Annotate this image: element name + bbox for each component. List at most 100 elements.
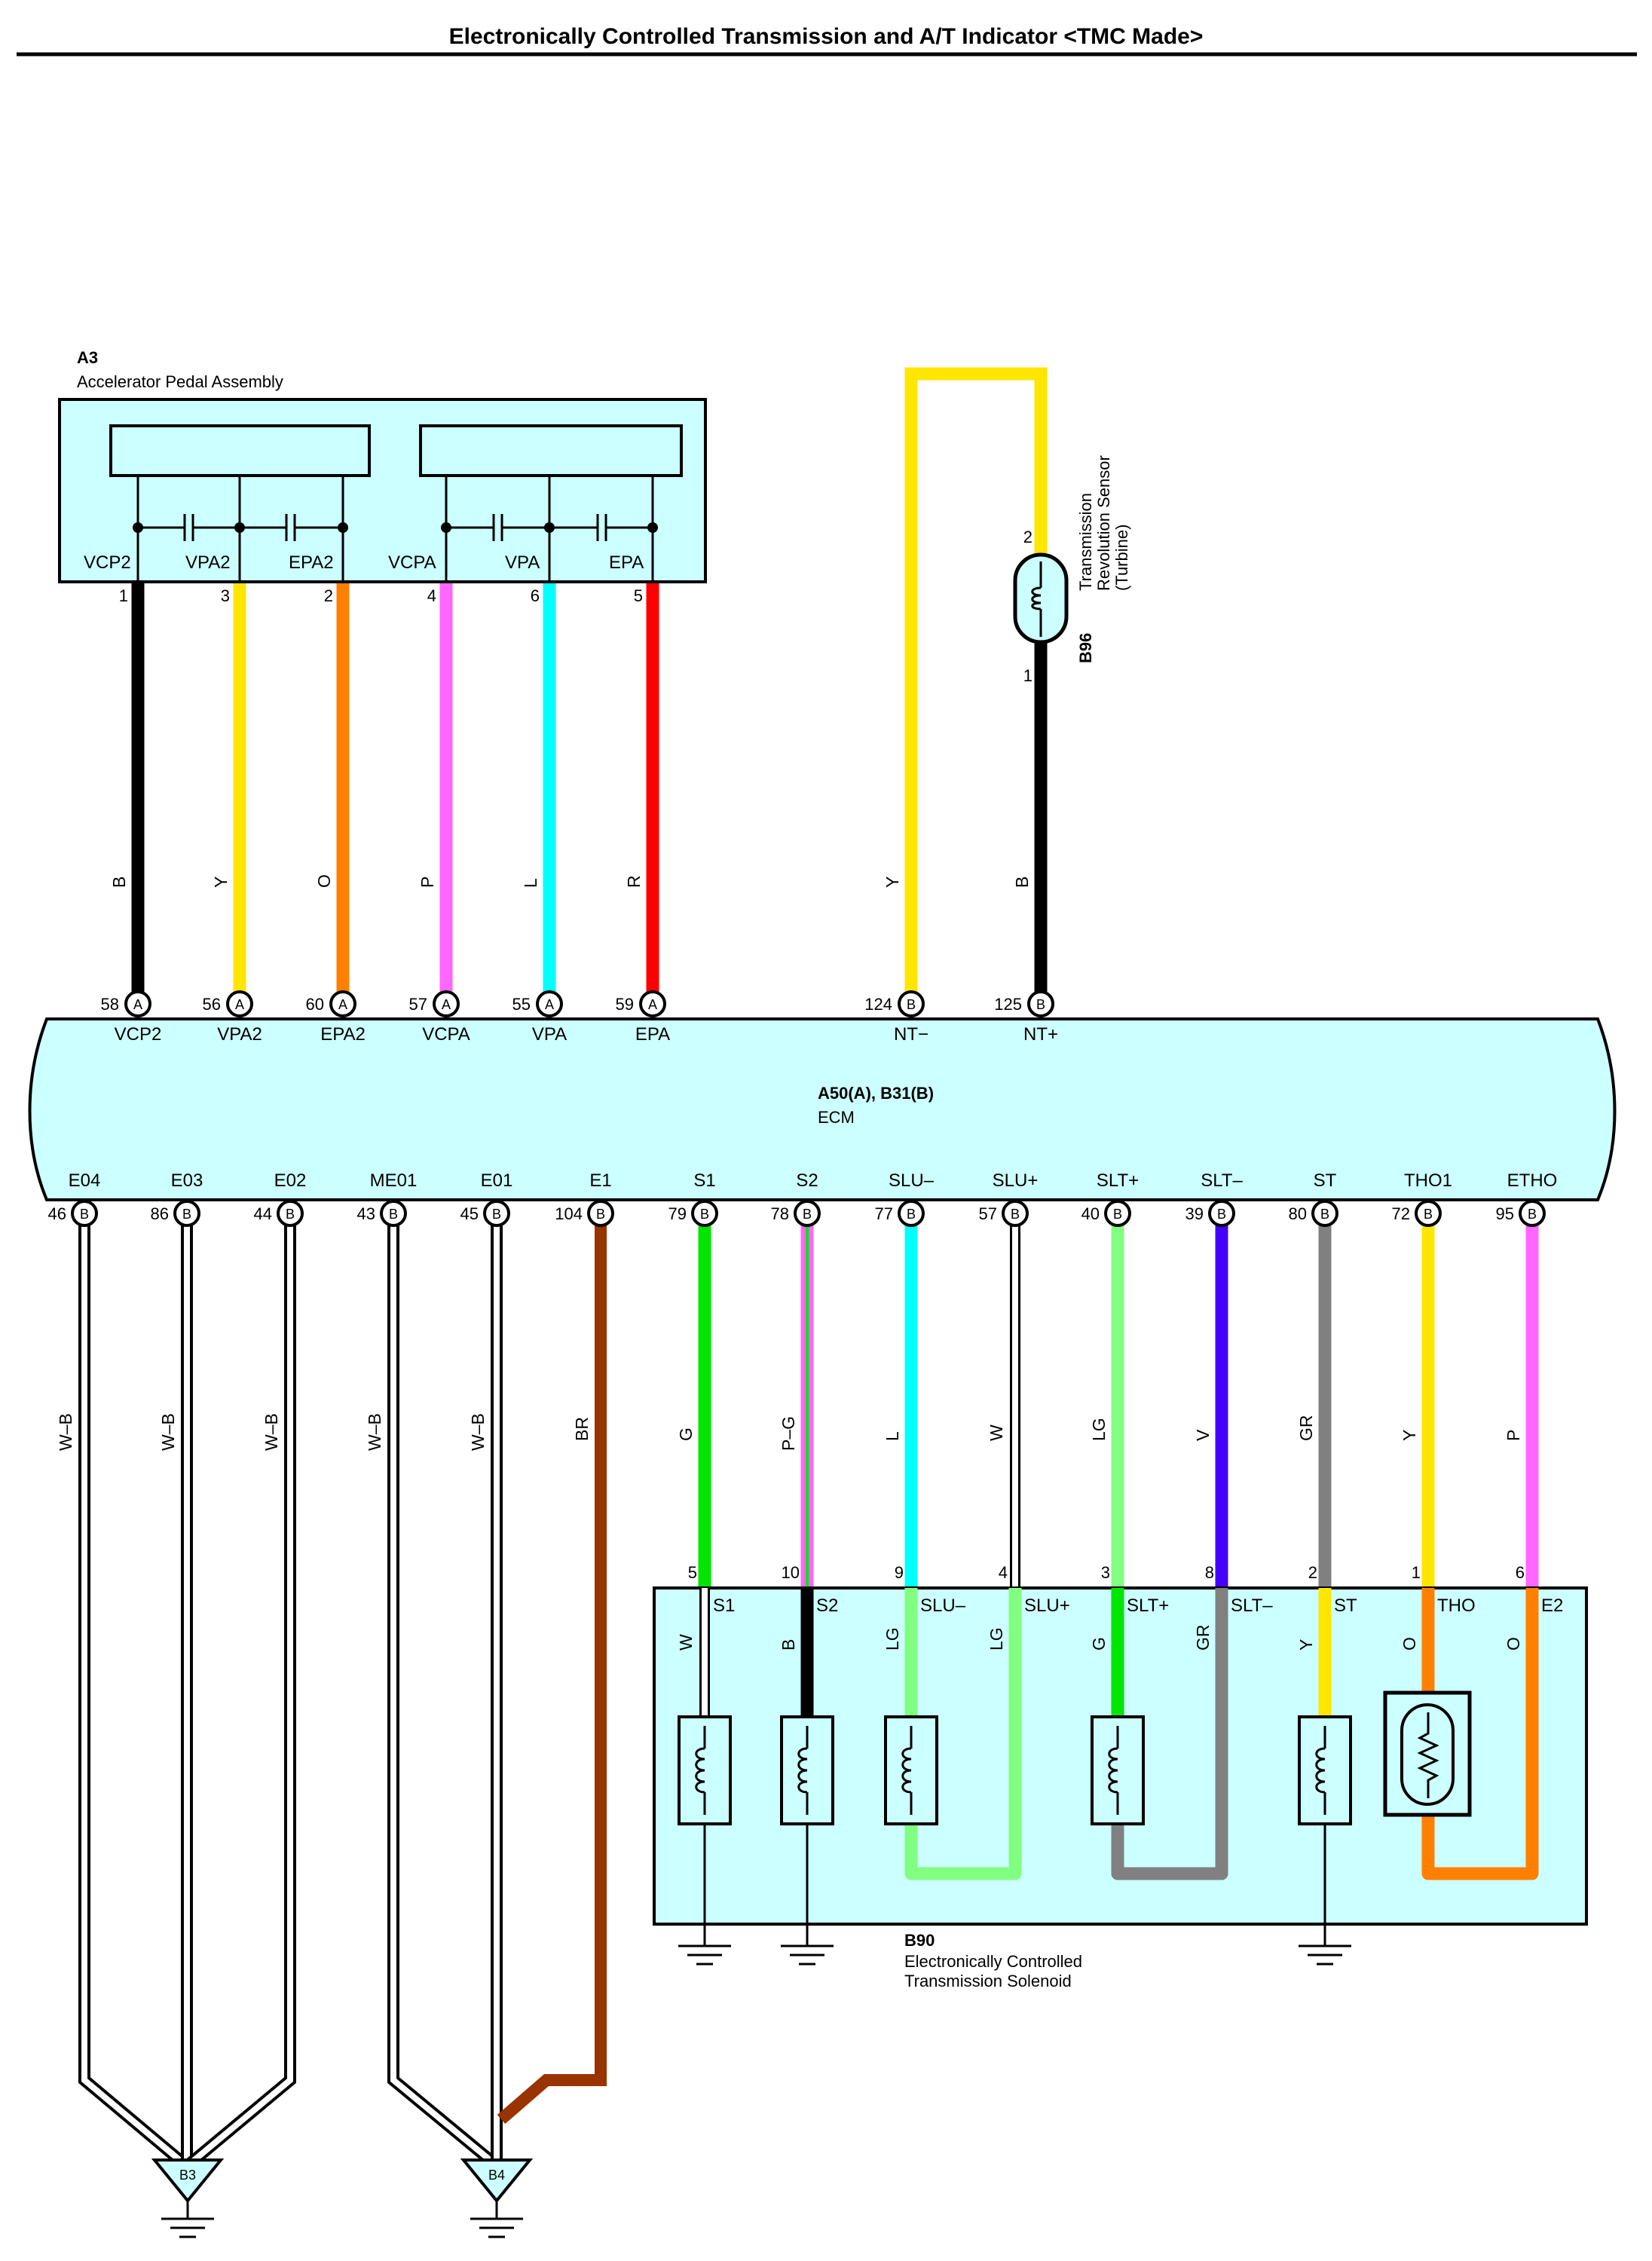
ecm-term-label: VCP2 — [115, 1024, 162, 1045]
wire-color-label: GR — [1296, 1415, 1316, 1442]
wire-color-label: W–B — [365, 1413, 384, 1451]
ecm-term-label: SLU– — [889, 1170, 935, 1191]
a3-pin: 6 — [531, 586, 540, 605]
ecm-name: ECM — [818, 1108, 855, 1127]
connector-letter: B — [1036, 997, 1045, 1012]
a3-pin: 2 — [324, 586, 333, 605]
wire-color-label: Y — [883, 877, 902, 888]
connector-letter: B — [1217, 1207, 1226, 1222]
wire-color-label: B — [779, 1639, 798, 1651]
page-title: Electronically Controlled Transmission a… — [449, 24, 1204, 49]
connector-letter: B — [596, 1207, 605, 1222]
ecm-pin: 43 — [357, 1204, 375, 1223]
ground-wires — [78, 1213, 607, 2168]
connector-letter: A — [545, 997, 554, 1012]
b90-term-label: S2 — [816, 1596, 838, 1616]
connector-letter: A — [648, 997, 657, 1012]
wire-color-label: W–B — [262, 1413, 281, 1451]
ecm-pin: 57 — [409, 995, 427, 1014]
coil-icon — [797, 1726, 809, 1815]
ecm-pin: 78 — [771, 1204, 789, 1223]
ecm-top-pins: 58 56 60 57 55 59 124 125 — [101, 995, 1022, 1014]
wire-color-label: LG — [1089, 1418, 1109, 1441]
ecm-pin: 80 — [1289, 1204, 1307, 1223]
ecm-box — [28, 1017, 1617, 1201]
b90-pin: 6 — [1516, 1563, 1525, 1582]
wire-color-label: GR — [1193, 1625, 1213, 1651]
ecm-pin: 95 — [1496, 1204, 1514, 1223]
ecm-term-label: ST — [1314, 1170, 1337, 1191]
ecm-term-label: SLT+ — [1097, 1170, 1139, 1191]
ecm-term-label: ETHO — [1507, 1170, 1558, 1191]
connector-letter: B — [1320, 1207, 1329, 1222]
ecm-term-label: VPA2 — [217, 1024, 262, 1045]
ecm-bottom-connector-letters: B B B B B B B B B B B B B B B — [80, 1207, 1537, 1222]
a3-term-label: VPA2 — [185, 552, 231, 573]
wire-color-label: B — [1012, 877, 1032, 888]
b90-term-label: SLT– — [1231, 1596, 1273, 1616]
ecm-top-connector-letters: A A A A A A B B — [133, 997, 1045, 1012]
coil-icon — [1108, 1726, 1119, 1815]
ecm-term-label: ME01 — [370, 1170, 418, 1191]
connector-letter: B — [286, 1207, 295, 1222]
b4-id: B4 — [488, 2168, 505, 2183]
connector-letter: A — [442, 997, 451, 1012]
coil-icon — [1315, 1726, 1326, 1815]
ecm-pin: 58 — [101, 995, 119, 1014]
b90-term-label: E2 — [1541, 1596, 1563, 1616]
a3-pin: 1 — [119, 586, 128, 605]
b90-name-line: Transmission Solenoid — [904, 1972, 1072, 1990]
b90-name-line: Electronically Controlled — [904, 1952, 1082, 1971]
wire-color-label: W — [987, 1424, 1006, 1441]
ecm-pin: 39 — [1185, 1204, 1204, 1223]
b90-id: B90 — [904, 1931, 935, 1950]
connector-letter: B — [492, 1207, 501, 1222]
ecm-pin: 45 — [460, 1204, 479, 1223]
wire-color-label: P — [418, 877, 437, 888]
wire-color-label: W–B — [158, 1413, 178, 1451]
ecm-term-label: VCPA — [422, 1024, 470, 1045]
a3-wires — [131, 582, 659, 993]
b96-pin: 1 — [1023, 666, 1032, 685]
wire-color-label: W–B — [56, 1413, 75, 1451]
connector-letter: B — [700, 1207, 709, 1222]
ecm-top-connectors — [124, 990, 1054, 1017]
ecm-term-label: THO1 — [1404, 1170, 1452, 1191]
connector-letter: B — [803, 1207, 812, 1222]
wire-color-label: L — [521, 878, 540, 888]
a3-pin-numbers: 1 3 2 4 6 5 — [119, 586, 643, 605]
wire-color-label: G — [676, 1427, 696, 1441]
a3-sensor-2 — [419, 424, 683, 477]
connector-letter: B — [1424, 1207, 1433, 1222]
b96-name-line: Transmission — [1076, 493, 1095, 591]
b96-id: B96 — [1076, 633, 1095, 663]
b90-term-label: S1 — [713, 1596, 735, 1616]
ecm-term-label: SLU+ — [993, 1170, 1039, 1191]
a3-name: Accelerator Pedal Assembly — [77, 372, 283, 391]
lower-wire-labels: W–B W–B W–B W–B W–B BR G P–G L W LG V GR… — [56, 1413, 1523, 1451]
wire-color-label: BR — [572, 1417, 592, 1441]
ground-icon — [781, 1944, 834, 1966]
wire-nt-minus — [904, 367, 1048, 993]
ecm-term-label: E02 — [274, 1170, 307, 1191]
ecm-term-label: SLT– — [1201, 1170, 1243, 1191]
wire-color-label: V — [1193, 1429, 1213, 1441]
ecm-term-label: E01 — [481, 1170, 513, 1191]
ecm-pin: 79 — [668, 1204, 687, 1223]
wire-color-label: O — [1400, 1637, 1419, 1651]
ecm-top-terminal-labels: VCP2 VPA2 EPA2 VCPA VPA EPA NT− NT+ — [115, 1024, 1058, 1045]
ecm-bottom-terminal-labels: E04 E03 E02 ME01 E01 E1 S1 S2 SLU– SLU+ … — [69, 1170, 1558, 1191]
a3-id: A3 — [77, 348, 98, 367]
a3-internal-circuit — [133, 476, 658, 582]
ecm-pin: 46 — [48, 1204, 66, 1223]
ecm-pin: 56 — [203, 995, 221, 1014]
wire-color-label: LG — [883, 1627, 902, 1651]
wire-color-label: G — [1089, 1637, 1109, 1651]
connector-letter: B — [1113, 1207, 1122, 1222]
ground-icon — [678, 1944, 731, 1966]
b90-pin: 9 — [895, 1563, 904, 1582]
b90-pin: 4 — [999, 1563, 1008, 1582]
ecm-term-label: NT+ — [1023, 1024, 1058, 1045]
ecm-pin: 59 — [616, 995, 634, 1014]
ecm-bottom-connectors — [71, 1200, 1546, 1227]
